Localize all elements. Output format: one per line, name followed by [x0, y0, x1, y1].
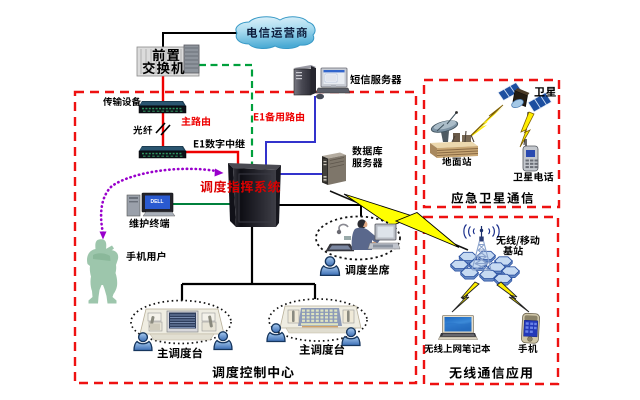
svg-text:DELL: DELL: [150, 199, 163, 205]
